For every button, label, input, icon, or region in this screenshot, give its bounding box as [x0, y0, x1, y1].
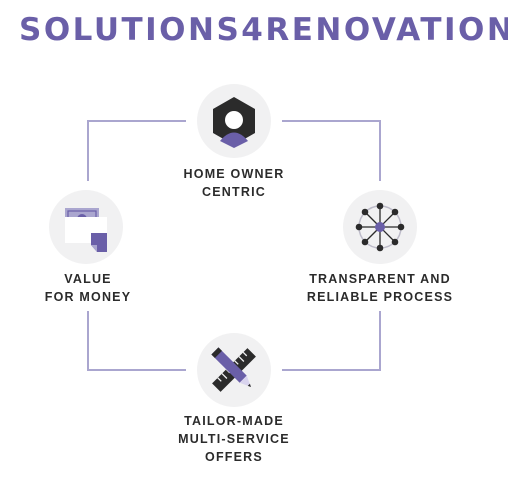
label-transparent: TRANSPARENT AND RELIABLE PROCESS	[300, 270, 460, 306]
label-line: HOME OWNER	[183, 167, 285, 181]
label-line: VALUE	[64, 272, 112, 286]
label-value: VALUE FOR MONEY	[28, 270, 148, 306]
network-icon	[355, 202, 405, 252]
label-line: TAILOR-MADE	[184, 414, 284, 428]
label-line: RELIABLE PROCESS	[306, 290, 454, 304]
connector-bottom-left	[87, 311, 186, 371]
user-hexagon-icon	[213, 97, 255, 148]
money-icon	[65, 208, 107, 252]
label-line: FOR MONEY	[44, 290, 132, 304]
connector-top-left	[87, 120, 186, 181]
node-home-owner	[197, 84, 271, 158]
connector-top-right	[282, 120, 381, 181]
node-value	[49, 190, 123, 264]
label-home-owner: HOME OWNER CENTRIC	[174, 165, 294, 201]
label-tailor-made: TAILOR-MADE MULTI-SERVICE OFFERS	[164, 412, 304, 466]
label-line: CENTRIC	[202, 185, 266, 199]
label-line: TRANSPARENT AND	[309, 272, 451, 286]
label-line: MULTI-SERVICE	[178, 432, 290, 446]
node-tailor-made	[197, 333, 271, 407]
node-transparent	[343, 190, 417, 264]
connector-bottom-right	[282, 311, 381, 371]
pencil-ruler-icon	[211, 347, 256, 392]
label-line: OFFERS	[205, 450, 263, 464]
brand-title: SOLUTIONS4RENOVATION	[19, 12, 508, 48]
